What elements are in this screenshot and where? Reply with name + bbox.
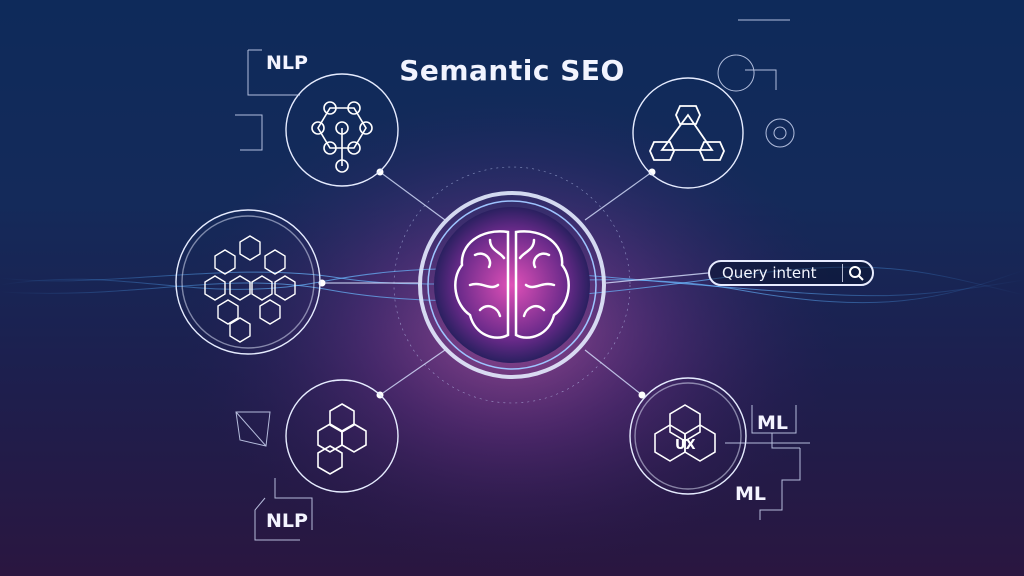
circuit-decorations bbox=[235, 19, 810, 541]
center-hub bbox=[393, 166, 631, 404]
search-input[interactable]: Query intent bbox=[722, 264, 817, 282]
search-bar[interactable]: Query intent bbox=[708, 260, 874, 286]
stacked-hexagons-icon bbox=[317, 403, 367, 475]
triangle-network-icon bbox=[649, 105, 725, 161]
page-title: Semantic SEO bbox=[399, 54, 625, 87]
overlapping-hexagons-icon bbox=[654, 404, 716, 462]
ml-label-bottom: ML bbox=[735, 483, 767, 505]
ml-label-top: ML bbox=[757, 412, 789, 434]
connector-lines bbox=[322, 171, 709, 396]
honeycomb-icons bbox=[204, 235, 296, 343]
satellite-rings bbox=[175, 73, 747, 495]
brain-icon bbox=[454, 230, 570, 339]
search-icon[interactable] bbox=[842, 262, 872, 284]
nlp-label-top: NLP bbox=[266, 52, 308, 74]
hexagon-cluster-icon bbox=[311, 101, 373, 173]
ux-label: UX bbox=[675, 438, 696, 453]
nlp-label-bottom: NLP bbox=[266, 510, 308, 532]
